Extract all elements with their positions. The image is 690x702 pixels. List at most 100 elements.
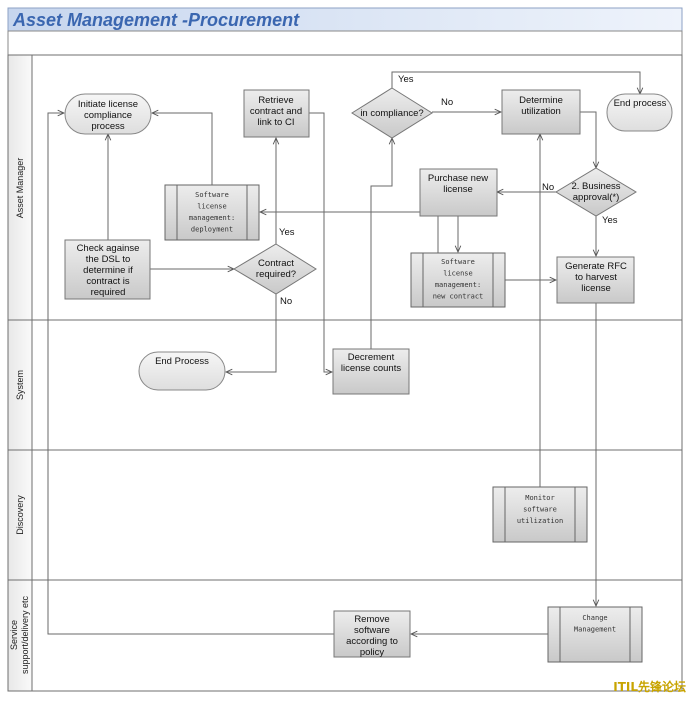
edge-label-yes: Yes [602,215,618,226]
diagram-title: Asset Management -Procurement [12,10,300,30]
node-end-process-system[interactable]: End Process [138,351,226,391]
edge-remove-initiate [47,113,334,635]
node-monitor-utilization[interactable]: Monitor software utilization [492,486,588,543]
node-label-line: Decrement [348,352,395,363]
node-label-line: Management [574,626,616,634]
node-label-line: Software [195,191,229,199]
node-end-process-top[interactable]: End process [606,93,673,132]
node-label-line: Monitor [525,494,555,502]
node-label-line: new contract [433,293,484,301]
node-label-line: software [354,625,390,636]
node-label-line: in compliance? [360,108,423,119]
watermark: ITIL先锋论坛 [613,680,686,694]
node-label-line: license [581,283,611,294]
svg-text:support/delivery etc: support/delivery etc [20,595,30,674]
node-label-line: Change [582,614,607,622]
edge-retrieve-decrement [309,112,332,372]
node-label-line: Initiate license [78,99,138,110]
node-in-compliance-decision[interactable]: in compliance? [351,87,433,139]
node-label-line: process [91,121,125,132]
edge-label-no: No [441,97,453,108]
node-label-line: Generate RFC [565,261,627,272]
node-label-line: license counts [341,363,401,374]
header-strip [7,30,683,56]
node-label-line: Contract [258,258,294,269]
node-label-line: license [443,270,473,278]
lane-label-system: System [15,370,25,400]
edge-label-yes: Yes [279,227,295,238]
lane-header-column [7,54,33,692]
edge-determine-approval [580,111,596,168]
node-sw-license-deployment[interactable]: Software license management: deployment [164,184,260,241]
edge-label-no: No [280,296,292,307]
node-label-line: approval(*) [573,192,619,203]
svg-text:Service: Service [9,620,19,650]
node-label-line: license [197,203,227,211]
node-label-line: Check againse [77,243,140,254]
node-label-line: End Process [155,356,209,367]
node-label-line: compliance [84,110,132,121]
node-label-line: deployment [191,226,233,234]
edge-contract-no-end [226,294,277,372]
edge-label-no: No [542,182,554,193]
edge-compliance-yes-end [391,71,640,94]
edge-label-yes: Yes [398,74,414,85]
node-label-line: Retrieve [258,95,293,106]
node-label-line: software [523,506,557,514]
node-label-line: management: [189,214,235,222]
node-label-line: utilization [521,106,561,117]
node-label-line: required [91,287,126,298]
node-label-line: Software [441,258,475,266]
edge-deployment-initiate [152,113,213,185]
edge-decrement-compliance [370,138,392,349]
node-label-line: the DSL to [86,254,131,265]
svg-text:in compliance?: in compliance? [360,108,423,119]
node-label-line: policy [360,647,385,658]
lane-label-asset-manager: Asset Manager [15,158,25,219]
node-label-line: 2. Business [571,181,620,192]
node-label-line: required? [256,269,296,280]
node-label-line: utilization [517,517,563,525]
node-label-line: license [443,184,473,195]
node-label-line: contract is [86,276,130,287]
svg-text:End process: End process [614,98,667,109]
node-label-line: Determine [519,95,563,106]
node-label-line: Remove [354,614,389,625]
node-label-line: End process [614,98,667,109]
lane-label-service-support: Service support/delivery etc [9,595,30,674]
node-label-line: according to [346,636,398,647]
lane-label-discovery: Discovery [15,495,25,535]
node-label-line: determine if [83,265,133,276]
node-label-line: contract and [250,106,302,117]
svg-text:End Process: End Process [155,356,209,367]
node-label-line: to harvest [575,272,617,283]
node-label-line: Purchase new [428,173,488,184]
